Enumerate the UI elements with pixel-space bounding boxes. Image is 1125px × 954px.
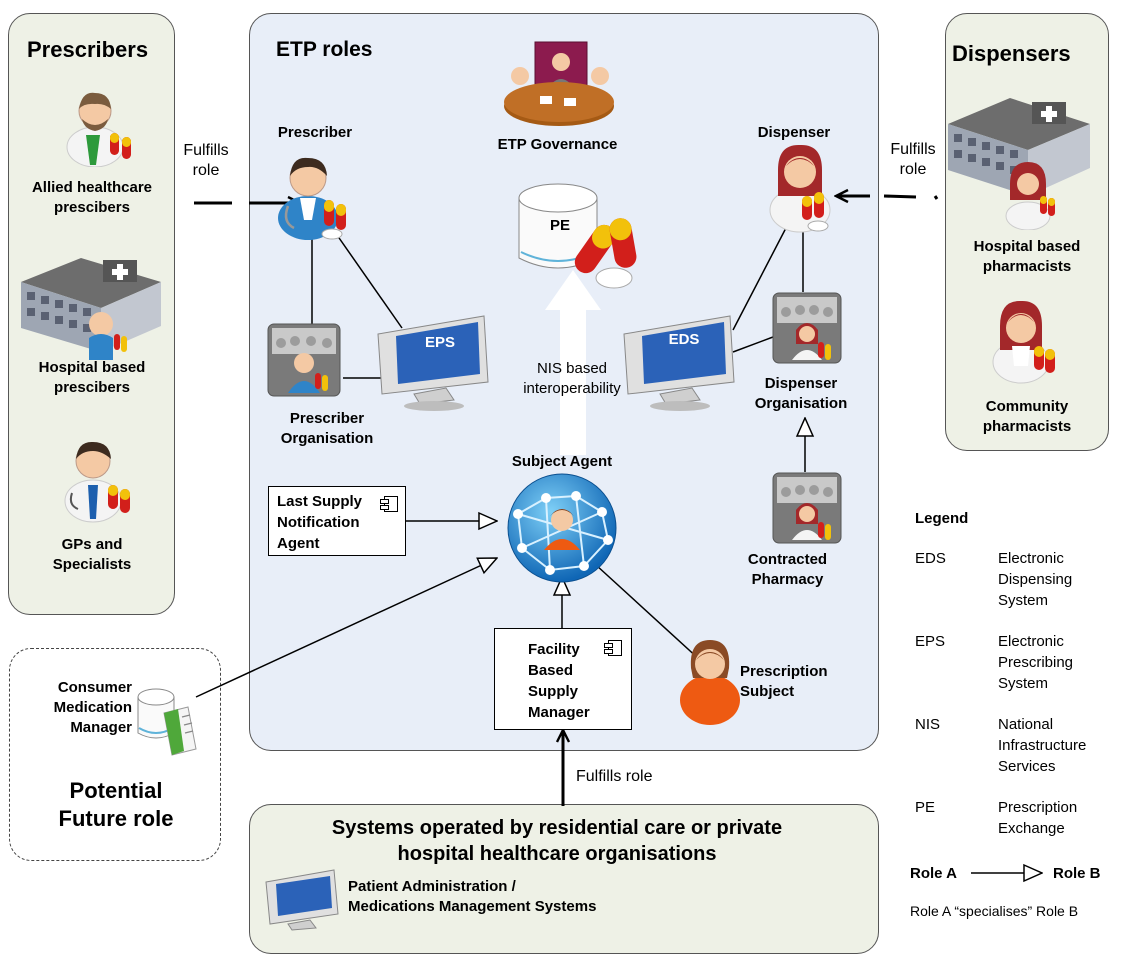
fulfills-role-bottom-label: Fulfills role [576, 768, 653, 785]
allied-prescriber-person-icon [66, 92, 131, 167]
dispenser-person-icon [769, 144, 831, 233]
eds-label: EDS [668, 331, 700, 348]
line-subject-patient [595, 564, 701, 661]
legend-role-a: Role A [910, 865, 957, 882]
prescriber-person-icon [278, 157, 346, 240]
facility-component-icon [604, 640, 622, 656]
network-globe-icon [507, 473, 617, 583]
legend-role-b: Role B [1053, 865, 1101, 882]
legend-specialises-text: Role A “specialises” Role B [910, 903, 1079, 919]
gp-person-icon [64, 441, 130, 523]
patient-person-icon [680, 640, 740, 725]
last-supply-component-icon [380, 496, 398, 512]
pas-label: Patient Administration /Medications Mana… [348, 878, 597, 915]
legend-abbr-nis: NIS [915, 716, 941, 733]
database-cylinder-icon [518, 183, 637, 289]
dispenser-organisation-tile-icon [772, 292, 842, 364]
legend-title: Legend [915, 510, 969, 527]
dispenser-label: Dispenser [757, 124, 831, 141]
eps-computer-monitor-icon [377, 315, 489, 411]
dispensers-title: Dispensers [952, 41, 1071, 66]
line-prescriber-eps [329, 224, 403, 329]
hospital-building-icon [21, 258, 161, 360]
etp-roles-title: ETP roles [276, 38, 373, 61]
prescribers-title: Prescribers [27, 37, 149, 62]
legend-abbr-pe: PE [915, 799, 936, 816]
future-role-panel [9, 648, 221, 861]
prescriber-organisation-tile-icon [267, 323, 341, 397]
nis-arrow [545, 270, 601, 455]
eds-computer-monitor-icon [623, 315, 735, 411]
dispensers-panel [945, 13, 1109, 451]
fulfills-right-arrow [836, 196, 939, 199]
hospital-pharmacy-building-icon [948, 98, 1090, 230]
systems-panel [249, 804, 879, 954]
spec-consumer-subject [195, 558, 497, 698]
legend-abbr-eds: EDS [915, 550, 946, 567]
prescriber-label: Prescriber [277, 124, 353, 141]
subject-agent-label: Subject Agent [511, 453, 613, 470]
eps-label: EPS [424, 334, 455, 351]
line-dispenser-eds [732, 225, 788, 331]
contracted-pharmacy-tile-icon [772, 472, 842, 544]
pas-computer-monitor-icon [265, 869, 339, 931]
etp-governance-label: ETP Governance [497, 136, 618, 153]
line-org-eds [732, 336, 774, 353]
community-pharmacist-person-icon [992, 300, 1055, 384]
systems-panel-title: Systems operated by residential care or … [331, 817, 783, 865]
meeting-table-icon [504, 41, 614, 126]
legend-abbr-eps: EPS [915, 633, 946, 650]
pe-label: PE [549, 217, 570, 234]
consumer-database-document-icon [137, 688, 197, 756]
